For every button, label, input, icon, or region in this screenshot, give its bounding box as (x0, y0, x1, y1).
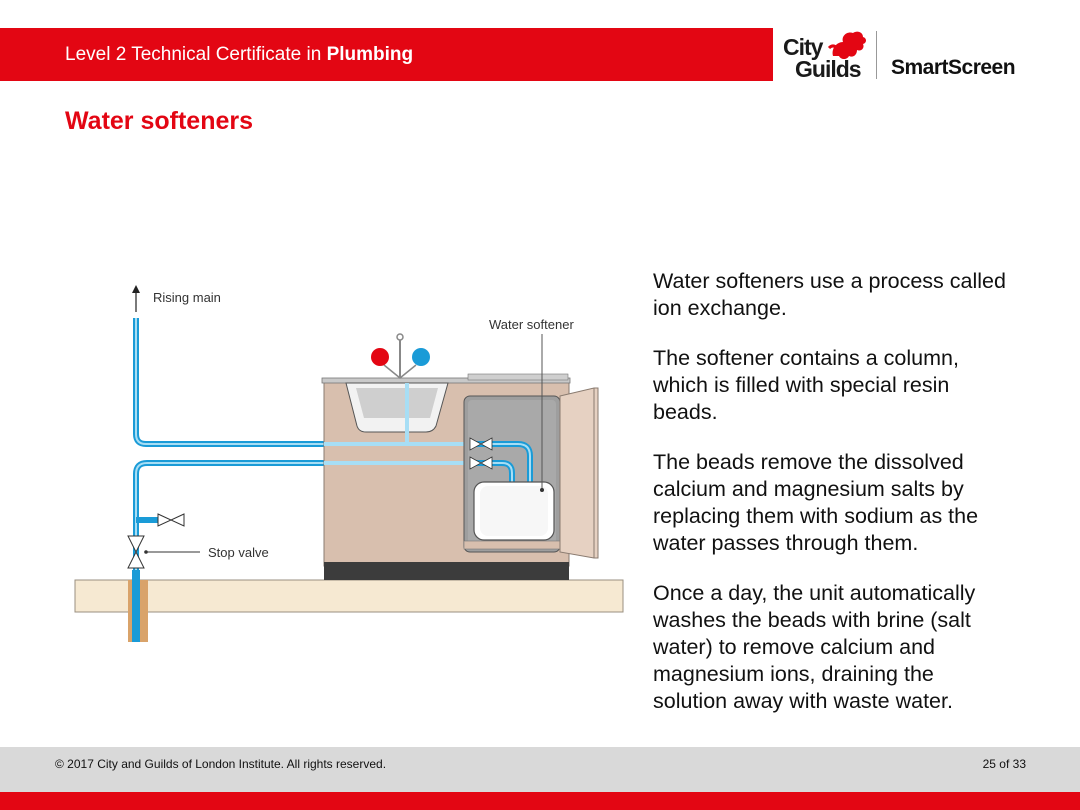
cold-tap-icon (412, 348, 430, 366)
rising-main-label: Rising main (153, 290, 221, 305)
branch-valve-icon (157, 513, 173, 527)
header-bar (0, 28, 773, 81)
page-title: Water softeners (65, 107, 254, 135)
softener-valve-upper-icon (469, 437, 482, 451)
stop-valve-icon (127, 535, 145, 554)
rising-main-arrowhead (132, 285, 140, 293)
logo-divider (876, 31, 877, 79)
rising-main-below-floor (132, 570, 140, 642)
softener-valve-lower-icon (469, 456, 482, 470)
smartscreen-logo-text: SmartScreen (891, 56, 1016, 79)
hot-tap-icon (371, 348, 389, 366)
body-text: Water softeners use a process called ion… (653, 268, 1013, 738)
footer-bar (0, 747, 1080, 792)
stop-valve-label: Stop valve (208, 545, 269, 560)
course-subject: Plumbing (326, 44, 414, 65)
logo-guilds-text: Guilds (795, 56, 862, 82)
water-softener-label: Water softener (489, 317, 574, 332)
logo-city-text: City (783, 34, 823, 60)
city-and-guilds-logo: City Guilds SmartScreen (783, 28, 1033, 84)
floor-slab (74, 579, 624, 613)
cabinet-plinth (324, 562, 569, 580)
course-title: Level 2 Technical Certificate in Plumbin… (65, 44, 413, 66)
copyright-text: © 2017 City and Guilds of London Institu… (55, 757, 387, 771)
course-prefix: Level 2 Technical Certificate in (65, 44, 327, 65)
paragraph-4: Once a day, the unit automatically washe… (653, 581, 976, 713)
paragraph-1: Water softeners use a process called ion… (653, 269, 1006, 320)
paragraph-3: The beads remove the dissolved calcium a… (653, 450, 979, 555)
page-number: 25 of 33 (982, 757, 1026, 771)
water-softener-diagram: Rising main Stop valve (74, 285, 624, 642)
logo-lion-icon (827, 31, 866, 59)
rising-main-pipe (133, 318, 328, 447)
bottom-bar (0, 792, 1080, 810)
cabinet-door (559, 387, 599, 559)
paragraph-2: The softener contains a column, which is… (653, 346, 959, 424)
